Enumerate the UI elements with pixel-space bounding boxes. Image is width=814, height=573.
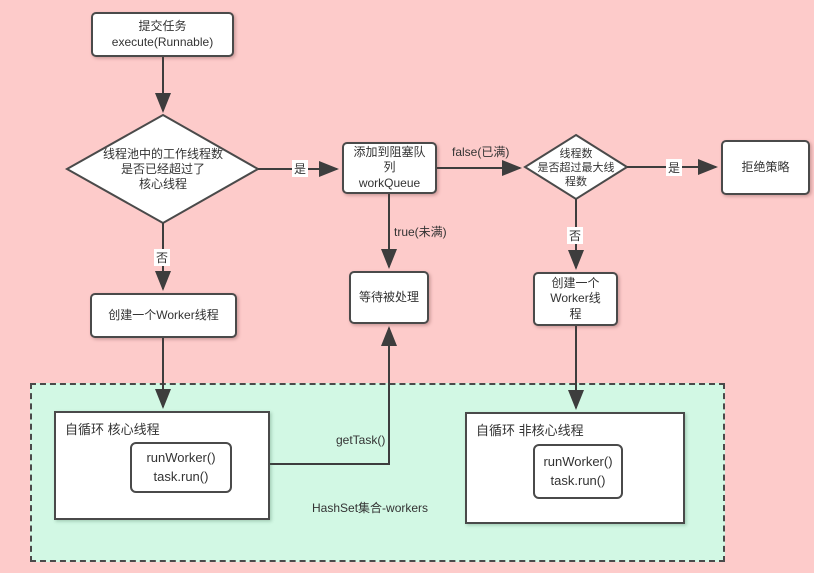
node-reject-policy: 拒绝策略 <box>721 140 810 195</box>
edge-label-yes-max: 是 <box>666 159 683 176</box>
edge-label-yes-core: 是 <box>292 160 309 177</box>
node-create-worker-max: 创建一个 Worker线 程 <box>533 272 618 326</box>
node-wait-processing: 等待被处理 <box>349 271 429 324</box>
node-submit-task: 提交任务 execute(Runnable) <box>91 12 234 57</box>
loop-noncore-title: 自循环 非核心线程 <box>476 423 584 438</box>
edge-label-no-core: 否 <box>154 249 171 266</box>
loop-core-title: 自循环 核心线程 <box>65 422 160 437</box>
node-add-to-queue: 添加到阻塞队 列 workQueue <box>342 142 437 194</box>
edge-label-gettask: getTask() <box>336 433 386 447</box>
edge-loopcore-gettask-to-wait <box>270 326 397 465</box>
hashset-region-label: HashSet集合-workers <box>312 501 429 515</box>
node-runworker-core: runWorker() task.run() <box>130 442 232 493</box>
edge-label-no-max: 否 <box>567 227 584 244</box>
decision-core-threads-text: 线程池中的工作线程数 是否已经超过了 核心线程 <box>102 147 223 191</box>
node-submit-line1: 提交任务 <box>138 18 187 33</box>
node-create-worker-core: 创建一个Worker线程 <box>90 293 237 338</box>
node-loop-core-thread: 自循环 核心线程 runWorker() task.run() <box>54 411 270 520</box>
edge-label-false-full: false(已满) <box>452 145 510 159</box>
decision-max-threads-text: 线程数 是否超过最大线 程数 <box>537 148 615 188</box>
node-submit-line2: execute(Runnable) <box>111 34 214 49</box>
node-runworker-noncore: runWorker() task.run() <box>533 444 623 499</box>
edge-label-true-not-full: true(未满) <box>394 225 447 239</box>
node-loop-noncore-thread: 自循环 非核心线程 runWorker() task.run() <box>465 412 685 524</box>
